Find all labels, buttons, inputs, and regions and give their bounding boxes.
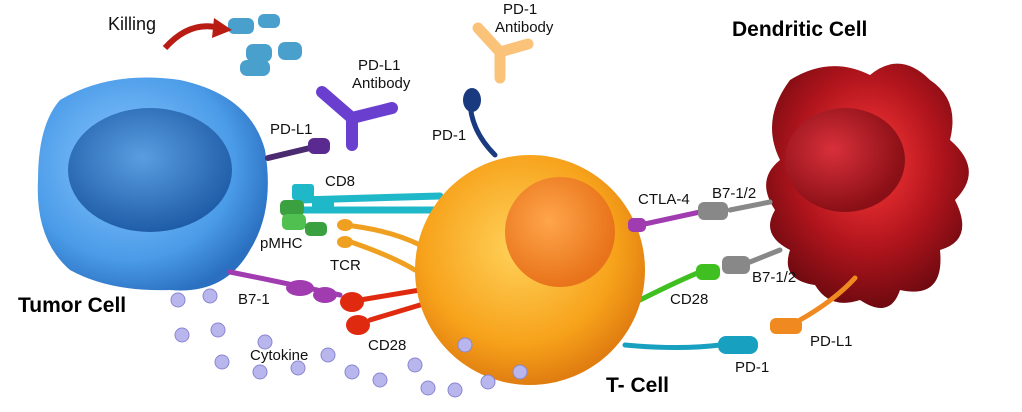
- label-b712-bottom: B7-1/2: [752, 269, 796, 286]
- label-pd1-bottom: PD-1: [735, 359, 769, 376]
- t-cell-nucleus: [505, 177, 615, 287]
- cytokine-dots: [170, 288, 528, 398]
- label-b71: B7-1: [238, 291, 270, 308]
- label-killing: Killing: [108, 14, 156, 34]
- label-cytokine: Cytokine: [250, 347, 308, 364]
- dendritic-nucleus: [785, 108, 905, 212]
- killing-arrowhead: [212, 18, 232, 38]
- label-pd1-top: PD-1: [432, 127, 466, 144]
- killed-cell-debris: [228, 14, 302, 76]
- label-cd28-left: CD28: [368, 337, 406, 354]
- label-pdl1-tumor: PD-L1: [270, 121, 313, 138]
- killing-arrow-icon: [162, 23, 221, 51]
- label-pmhc: pMHC: [260, 235, 303, 252]
- tumor-nucleus: [68, 108, 232, 232]
- label-ctla4: CTLA-4: [638, 191, 690, 208]
- label-b712-top: B7-1/2: [712, 185, 756, 202]
- label-pdl1-antibody-2: Antibody: [352, 75, 411, 92]
- label-dendritic-cell: Dendritic Cell: [732, 18, 867, 41]
- label-cd28-right: CD28: [670, 291, 708, 308]
- label-pd1-antibody-2: Antibody: [495, 19, 554, 36]
- label-tcr: TCR: [330, 257, 361, 274]
- label-tumor-cell: Tumor Cell: [18, 294, 126, 317]
- label-t-cell: T- Cell: [606, 374, 669, 397]
- label-cd8: CD8: [325, 173, 355, 190]
- molecule-shapes: [280, 22, 802, 354]
- label-pd1-antibody: PD-1: [503, 1, 537, 18]
- label-pdl1-antibody: PD-L1: [358, 57, 401, 74]
- label-pdl1-dendritic: PD-L1: [810, 333, 853, 350]
